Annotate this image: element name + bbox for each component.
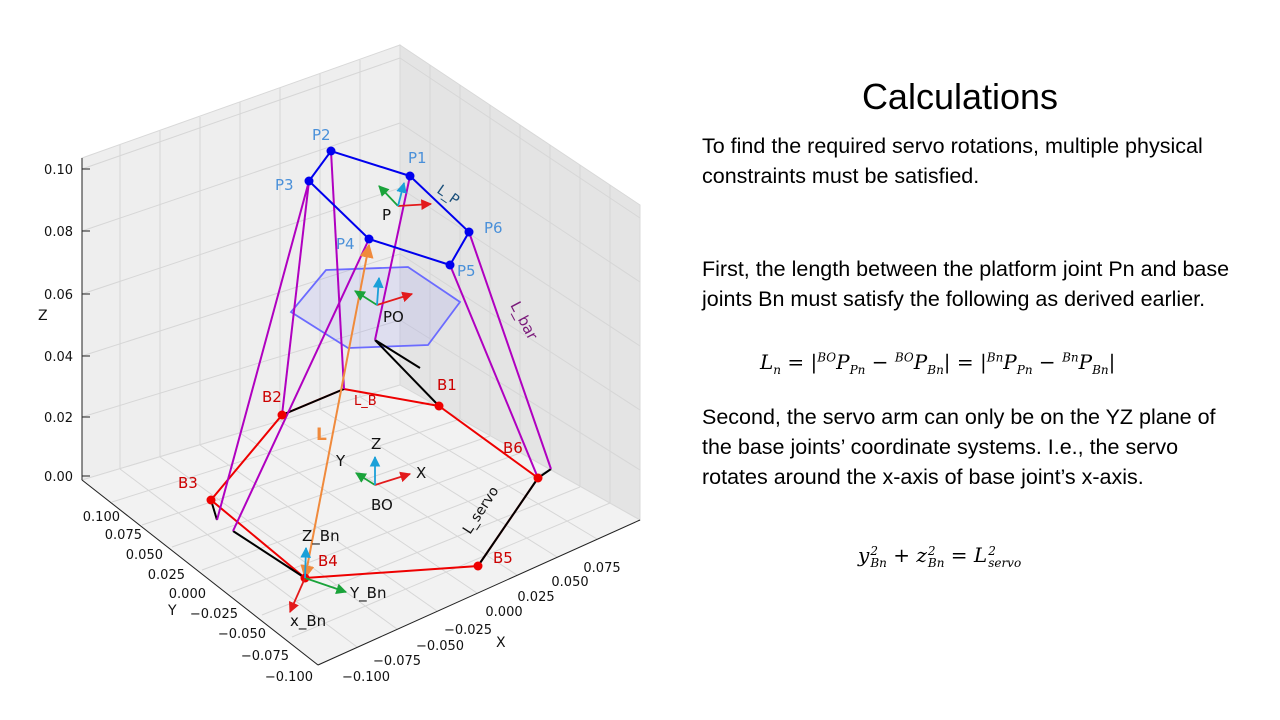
label-p4: P4 xyxy=(336,235,355,253)
label-bn-y: Y_Bn xyxy=(349,584,386,603)
label-b2: B2 xyxy=(262,388,282,406)
x-tick: −0.100 xyxy=(342,670,390,685)
label-p6: P6 xyxy=(484,219,503,237)
frame-p-arrows xyxy=(378,181,433,210)
y-tick: 0.000 xyxy=(169,587,206,602)
label-p1: P1 xyxy=(408,149,427,167)
base-joints xyxy=(206,401,543,583)
label-l-b: L_B xyxy=(354,394,377,409)
label-b5: B5 xyxy=(493,549,513,567)
label-b4: B4 xyxy=(318,552,338,570)
label-p3: P3 xyxy=(275,176,294,194)
y-tick: −0.050 xyxy=(218,627,266,642)
y-tick: 0.025 xyxy=(148,568,185,583)
y-tick: 0.100 xyxy=(83,510,120,525)
label-bn-z: Z_Bn xyxy=(302,527,340,546)
platform-labels: P1 P2 P3 P4 P5 P6 xyxy=(275,126,503,280)
paragraph-first-constraint: First, the length between the platform j… xyxy=(702,257,1230,311)
label-frame-bo: BO xyxy=(371,496,393,514)
z-tick: 0.08 xyxy=(44,225,73,240)
y-tick: −0.025 xyxy=(190,607,238,622)
z-tick: 0.06 xyxy=(44,288,73,303)
x-tick: −0.075 xyxy=(373,654,421,669)
x-tick: 0.000 xyxy=(485,605,522,620)
label-bo-z: Z xyxy=(371,435,381,453)
base-labels: B1 B2 B3 B4 B5 B6 xyxy=(178,376,523,570)
x-axis-ticks: −0.100 −0.075 −0.050 −0.025 0.000 0.025 … xyxy=(342,561,621,685)
z-tick: 0.02 xyxy=(44,411,73,426)
x-tick: 0.025 xyxy=(517,590,554,605)
frame-labels: P PO BO X Y Z Z_Bn Y_Bn x_Bn xyxy=(290,206,426,631)
label-frame-p: P xyxy=(382,206,391,224)
y-axis-ticks: 0.100 0.075 0.050 0.025 0.000 −0.025 −0.… xyxy=(83,510,313,685)
servo-arms xyxy=(210,339,552,579)
y-tick: −0.075 xyxy=(241,649,289,664)
frame-bo-arrows xyxy=(355,455,412,486)
x-tick: −0.025 xyxy=(444,623,492,638)
page-title: Calculations xyxy=(861,76,1059,117)
frame-po-arrows xyxy=(354,276,414,306)
label-p5: P5 xyxy=(457,262,476,280)
stewart-platform-3d-plot: 0.10 0.08 0.06 0.04 0.02 0.00 Z 0.100 0.… xyxy=(38,44,642,685)
x-tick: 0.075 xyxy=(583,561,620,576)
label-p2: P2 xyxy=(312,126,331,144)
paragraph-intro: To find the required servo rotations, mu… xyxy=(702,134,1203,188)
equation-leg-length: Ln = |BOPPn − BOPBn| = |BnPPn − BnPBn| xyxy=(760,350,1116,377)
y-tick: 0.050 xyxy=(126,548,163,563)
frame-bn-arrows xyxy=(288,546,348,613)
y-axis-label: Y xyxy=(167,603,177,619)
z-tick: 0.00 xyxy=(44,470,73,485)
x-axis-label: X xyxy=(496,635,506,651)
label-bo-x: X xyxy=(416,464,426,482)
z-tick: 0.04 xyxy=(44,350,73,365)
label-b1: B1 xyxy=(437,376,457,394)
y-tick: 0.075 xyxy=(105,528,142,543)
platform-joints xyxy=(304,146,474,270)
z-tick: 0.10 xyxy=(44,163,73,178)
label-frame-po: PO xyxy=(383,308,404,326)
y-tick: −0.100 xyxy=(265,670,313,685)
x-tick: 0.050 xyxy=(551,575,588,590)
label-b3: B3 xyxy=(178,474,198,492)
paragraph-second-constraint: Second, the servo arm can only be on the… xyxy=(702,405,1216,489)
label-bo-y: Y xyxy=(335,452,346,470)
label-l: L xyxy=(316,425,327,445)
z-axis-label: Z xyxy=(38,308,48,324)
label-bn-x: x_Bn xyxy=(290,612,326,631)
label-b6: B6 xyxy=(503,439,523,457)
axis-spines xyxy=(81,158,641,666)
z-axis-ticks: 0.10 0.08 0.06 0.04 0.02 0.00 xyxy=(44,163,90,485)
x-tick: −0.050 xyxy=(416,639,464,654)
